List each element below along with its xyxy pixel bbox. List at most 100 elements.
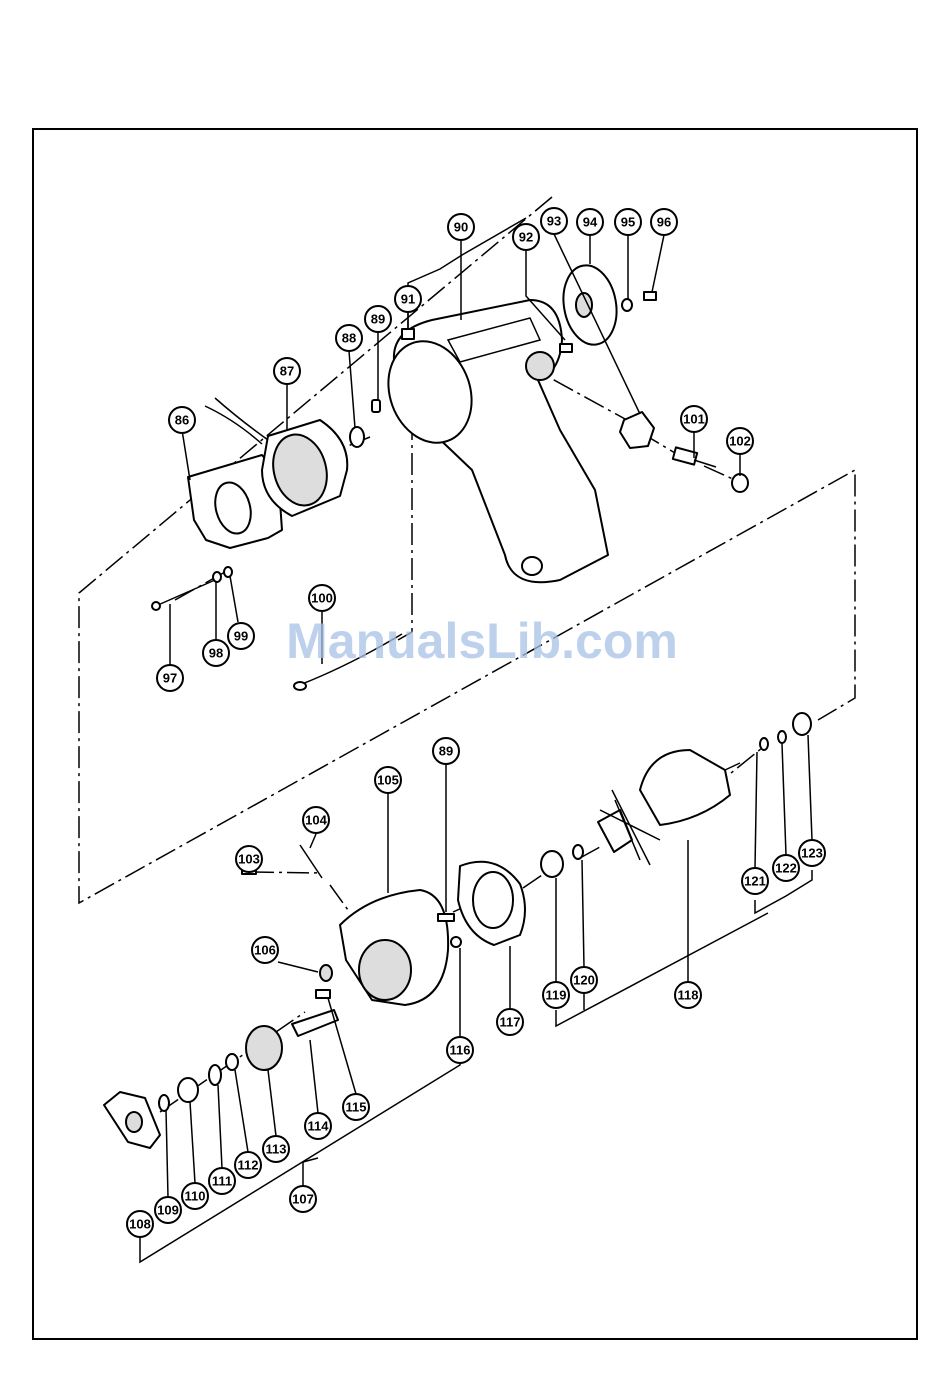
svg-text:89: 89 (371, 312, 385, 327)
callout-109: 109 (155, 1197, 181, 1223)
callout-116: 116 (447, 1037, 473, 1063)
svg-text:120: 120 (573, 973, 595, 988)
callout-100: 100 (309, 585, 335, 611)
svg-text:118: 118 (678, 988, 699, 1003)
svg-text:104: 104 (305, 813, 327, 828)
callout-105: 105 (375, 767, 401, 793)
washer-part-120 (573, 845, 583, 859)
nut-part-91 (402, 329, 414, 339)
callout-91: 91 (395, 286, 421, 312)
callout-95: 95 (615, 209, 641, 235)
callout-99: 99 (228, 623, 254, 649)
pin-part-89-lower (438, 914, 454, 921)
callout-112: 112 (235, 1152, 261, 1178)
callout-121: 121 (742, 868, 768, 894)
svg-text:110: 110 (185, 1189, 206, 1204)
callout-104: 104 (303, 807, 329, 833)
spring-part-106 (320, 965, 332, 981)
svg-text:102: 102 (729, 434, 751, 449)
svg-text:103: 103 (238, 852, 260, 867)
svg-text:108: 108 (129, 1217, 151, 1232)
gear-housing-part-105 (340, 890, 448, 1005)
svg-text:100: 100 (311, 591, 333, 606)
svg-text:106: 106 (254, 943, 276, 958)
callout-90: 90 (448, 214, 474, 240)
svg-text:114: 114 (308, 1119, 330, 1134)
svg-text:113: 113 (266, 1142, 287, 1157)
callout-88: 88 (336, 325, 362, 351)
callout-92: 92 (513, 224, 539, 250)
washer-part-112 (226, 1054, 238, 1070)
callout-93: 93 (541, 208, 567, 234)
svg-text:112: 112 (238, 1158, 259, 1173)
gear-part-113 (246, 1026, 282, 1070)
cover-part-108 (104, 1092, 160, 1148)
callout-123: 123 (799, 840, 825, 866)
washer-part-122 (778, 731, 786, 743)
svg-text:105: 105 (377, 773, 399, 788)
bearing-part-123 (793, 713, 811, 735)
callout-119: 119 (543, 982, 569, 1008)
ring-part-111 (209, 1065, 221, 1085)
cap-part-102 (732, 474, 748, 492)
svg-text:111: 111 (212, 1174, 232, 1189)
callout-94: 94 (577, 209, 603, 235)
callout-117: 117 (497, 1009, 523, 1035)
svg-text:88: 88 (342, 331, 356, 346)
ring-part-109 (159, 1095, 169, 1111)
svg-text:91: 91 (401, 292, 415, 307)
callout-122: 122 (773, 855, 799, 881)
svg-text:115: 115 (346, 1100, 367, 1115)
callout-120: 120 (571, 967, 597, 993)
svg-text:123: 123 (801, 846, 823, 861)
callout-89-lower: 89 (433, 738, 459, 764)
callout-97: 97 (157, 665, 183, 691)
callout-98: 98 (203, 640, 229, 666)
callout-110: 110 (182, 1183, 208, 1209)
callout-118: 118 (675, 982, 701, 1008)
key-part-115 (316, 990, 330, 998)
callout-115: 115 (343, 1094, 369, 1120)
svg-text:98: 98 (209, 646, 223, 661)
callout-96: 96 (651, 209, 677, 235)
bolt-part-116 (451, 937, 461, 947)
svg-text:109: 109 (157, 1203, 179, 1218)
callout-108: 108 (127, 1211, 153, 1237)
svg-text:97: 97 (163, 671, 177, 686)
callout-103: 103 (236, 846, 262, 872)
watermark-text: ManualsLib.com (286, 613, 678, 669)
svg-text:86: 86 (175, 413, 189, 428)
callout-102: 102 (727, 428, 753, 454)
gasket-part-117 (458, 862, 525, 945)
washer-part-95 (622, 299, 632, 311)
shaft-part-114 (292, 1010, 338, 1036)
callout-113: 113 (263, 1136, 289, 1162)
svg-text:87: 87 (280, 364, 294, 379)
callout-89-upper: 89 (365, 306, 391, 332)
plate-part-94 (557, 261, 622, 349)
svg-text:99: 99 (234, 629, 248, 644)
svg-text:121: 121 (744, 874, 766, 889)
svg-text:92: 92 (519, 230, 533, 245)
svg-text:107: 107 (292, 1192, 314, 1207)
pin-part-89 (372, 400, 380, 412)
svg-text:95: 95 (621, 215, 635, 230)
callout-87: 87 (274, 358, 300, 384)
svg-text:96: 96 (657, 215, 671, 230)
svg-text:119: 119 (546, 988, 567, 1003)
callout-106: 106 (252, 937, 278, 963)
bearing-part-110 (178, 1078, 198, 1102)
callout-107: 107 (290, 1186, 316, 1212)
svg-text:122: 122 (775, 861, 797, 876)
callout-114: 114 (305, 1113, 331, 1139)
fitting-part-93 (620, 412, 654, 448)
svg-text:89: 89 (439, 744, 453, 759)
armature-part-118 (598, 750, 740, 865)
washer-part-99 (224, 567, 232, 577)
bearing-part-119 (541, 851, 563, 877)
svg-text:94: 94 (583, 215, 598, 230)
housing-part-90 (375, 300, 608, 582)
screw-part-92 (560, 344, 572, 352)
svg-text:116: 116 (450, 1043, 471, 1058)
washer-part-98 (213, 572, 221, 582)
